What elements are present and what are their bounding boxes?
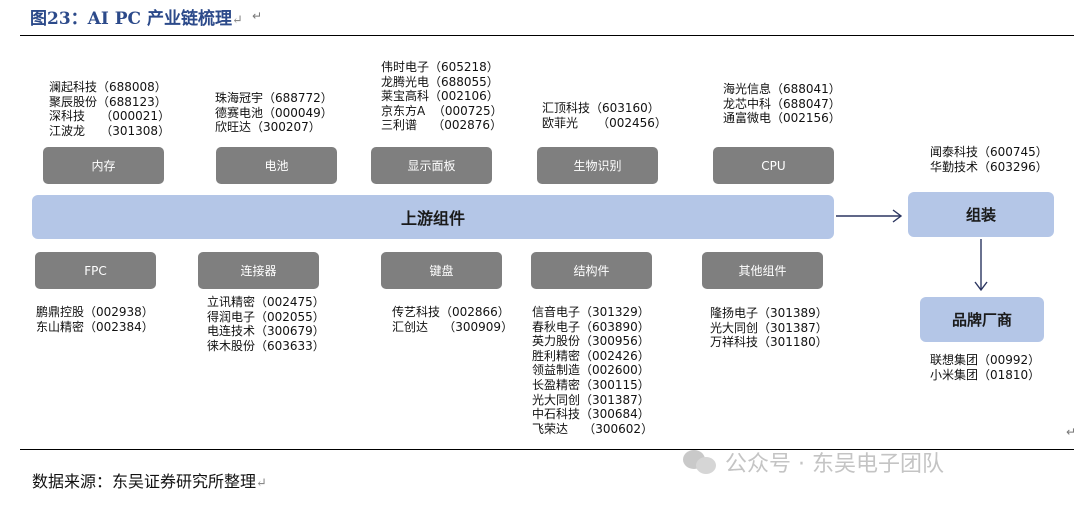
company-item: 京东方A （000725） [381, 103, 503, 118]
component-box-display: 显示面板 [371, 147, 492, 184]
company-item: 海光信息（688041） [723, 82, 841, 96]
company-item: 春秋电子（603890） [532, 319, 650, 334]
cpu-company-list: 海光信息（688041）龙芯中科（688047）通富微电（002156） [723, 82, 841, 126]
company-item: 聚辰股份（688123） [49, 94, 167, 109]
connector-company-list: 立讯精密（002475）得润电子（002055）电连技术（300679）徕木股份… [207, 295, 325, 353]
company-item: 龙芯中科（688047） [723, 96, 841, 111]
company-item: 飞荣达 （300602） [532, 421, 654, 436]
structural-company-list: 信音电子（301329）春秋电子（603890）英力股份（300956）胜利精密… [532, 305, 653, 436]
company-item: 隆扬电子（301389） [710, 306, 828, 320]
company-item: 通富微电（002156） [723, 111, 841, 126]
company-item: 中石科技（300684） [532, 407, 650, 422]
component-box-memory: 内存 [43, 147, 164, 184]
biometric-company-list: 汇顶科技（603160）欧菲光 （002456） [542, 101, 667, 130]
component-box-cpu: CPU [713, 147, 834, 184]
company-item: 鹏鼎控股（002938） [36, 305, 154, 319]
company-item: 龙腾光电（688055） [381, 74, 499, 89]
company-item: 万祥科技（301180） [710, 335, 828, 350]
display-company-list: 伟时电子（605218）龙腾光电（688055）莱宝高科（002106）京东方A… [381, 60, 503, 133]
company-item: 光大同创（301387） [710, 320, 828, 335]
bottom-rule [20, 449, 1074, 450]
memory-company-list: 澜起科技（688008）聚辰股份（688123）深科技 （000021）江波龙 … [49, 80, 170, 138]
component-box-fpc: FPC [35, 252, 156, 289]
component-box-biometric: 生物识别 [537, 147, 658, 184]
company-item: 光大同创（301387） [532, 392, 650, 407]
component-box-keyboard: 键盘 [381, 252, 502, 289]
company-item: 信音电子（301329） [532, 305, 650, 319]
top-rule [20, 35, 1074, 36]
paragraph-mark-title: ↵ [252, 9, 263, 23]
wechat-icon [683, 448, 717, 476]
fpc-company-list: 鹏鼎控股（002938）东山精密（002384） [36, 305, 154, 334]
battery-company-list: 珠海冠宇（688772）德赛电池（000049）欣旺达（300207） [215, 91, 333, 135]
data-source-note: 数据来源：东吴证券研究所整理↵ [32, 472, 267, 491]
company-item: 领益制造（002600） [532, 363, 650, 378]
company-item: 珠海冠宇（688772） [215, 91, 333, 105]
keyboard-company-list: 传艺科技（002866）汇创达 （300909） [392, 305, 513, 334]
company-item: 深科技 （000021） [49, 109, 171, 124]
company-item: 英力股份（300956） [532, 334, 650, 349]
company-item: 胜利精密（002426） [532, 348, 650, 363]
company-item: 立讯精密（002475） [207, 295, 325, 309]
paragraph-mark-edge: ↵ [1066, 425, 1077, 439]
component-box-battery: 电池 [216, 147, 337, 184]
company-item: 德赛电池（000049） [215, 105, 333, 120]
company-item: 小米集团（01810） [930, 367, 1041, 382]
company-item: 汇顶科技（603160） [542, 101, 660, 115]
company-item: 澜起科技（688008） [49, 80, 167, 94]
upstream-components-bar: 上游组件 [32, 195, 834, 239]
watermark: 公众号 · 东吴电子团队 [683, 446, 944, 478]
company-item: 华勤技术（603296） [930, 159, 1048, 174]
company-item: 传艺科技（002866） [392, 305, 510, 319]
other-company-list: 隆扬电子（301389）光大同创（301387）万祥科技（301180） [710, 306, 828, 350]
company-item: 东山精密（002384） [36, 319, 154, 334]
company-item: 三利谱 （002876） [381, 118, 503, 133]
assembly-company-list: 闻泰科技（600745）华勤技术（603296） [930, 145, 1048, 174]
component-box-structural: 结构件 [531, 252, 652, 289]
company-item: 徕木股份（603633） [207, 338, 325, 353]
component-box-other: 其他组件 [702, 252, 823, 289]
figure-title: 图23：AI PC 产业链梳理↵ [30, 9, 243, 29]
company-item: 欧菲光 （002456） [542, 115, 667, 130]
company-item: 长盈精密（300115） [532, 377, 650, 392]
company-item: 得润电子（002055） [207, 309, 325, 324]
company-item: 江波龙 （301308） [49, 123, 171, 138]
company-item: 欣旺达（300207） [215, 120, 321, 135]
brand-box: 品牌厂商 [920, 297, 1044, 342]
brand-company-list: 联想集团（00992）小米集团（01810） [930, 353, 1040, 382]
assembly-box: 组装 [908, 192, 1054, 237]
company-item: 联想集团（00992） [930, 353, 1041, 367]
company-item: 汇创达 （300909） [392, 319, 514, 334]
company-item: 闻泰科技（600745） [930, 145, 1048, 159]
company-item: 电连技术（300679） [207, 324, 325, 339]
component-box-connector: 连接器 [198, 252, 319, 289]
company-item: 莱宝高科（002106） [381, 89, 499, 104]
company-item: 伟时电子（605218） [381, 60, 499, 74]
